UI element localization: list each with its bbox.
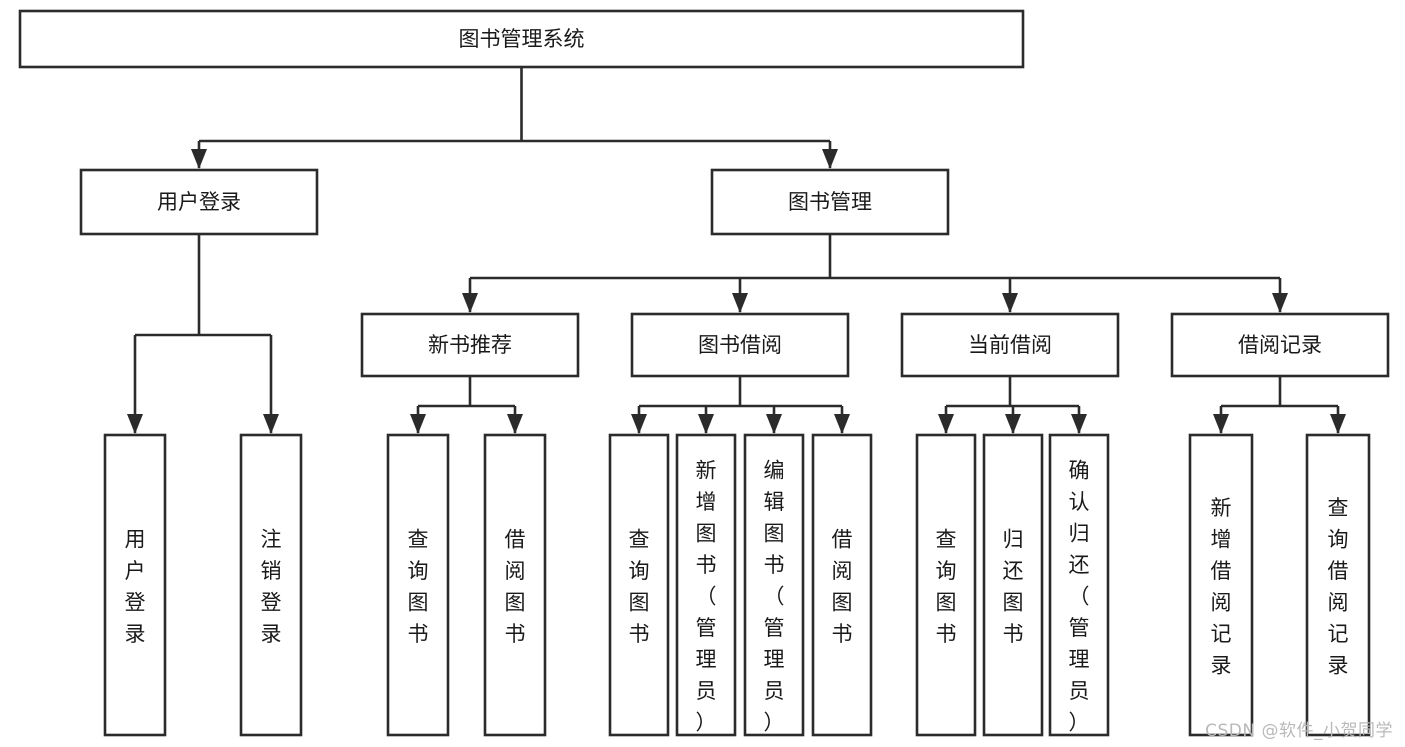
- node-layer: 图书管理系统用户登录图书管理新书推荐图书借阅当前借阅借阅记录用户登录注销登录查询…: [18, 9, 1390, 737]
- process-box[interactable]: 借阅图书: [483, 433, 547, 737]
- box-label: 新书推荐: [428, 333, 512, 357]
- arrow-head-icon: [631, 414, 647, 434]
- box-label: 图书借阅: [698, 333, 782, 357]
- box-outline: [1048, 433, 1110, 737]
- connector-layer: [127, 67, 1346, 434]
- box-label: 新增图书（管理员）: [696, 459, 717, 735]
- arrow-head-icon: [1005, 414, 1021, 434]
- arrow-head-icon: [462, 293, 478, 313]
- box-label: 确认归还（管理员）: [1069, 459, 1090, 735]
- box-outline: [982, 433, 1044, 737]
- box-label: 查询图书: [408, 528, 429, 647]
- process-box[interactable]: 图书管理系统: [18, 9, 1025, 69]
- box-outline: [239, 433, 303, 737]
- box-outline: [360, 312, 580, 378]
- arrow-head-icon: [698, 414, 714, 434]
- box-label: 当前借阅: [968, 333, 1052, 357]
- box-outline: [811, 433, 873, 737]
- arrow-head-icon: [410, 414, 426, 434]
- process-box[interactable]: 查询图书: [915, 433, 977, 737]
- arrow-head-icon: [1213, 414, 1229, 434]
- arrow-head-icon: [938, 414, 954, 434]
- box-label: 用户登录: [157, 190, 241, 214]
- box-outline: [18, 9, 1025, 69]
- process-box[interactable]: 新增借阅记录: [1188, 433, 1254, 737]
- process-box[interactable]: 新书推荐: [360, 312, 580, 378]
- process-box[interactable]: 借阅图书: [811, 433, 873, 737]
- process-box[interactable]: 编辑图书（管理员）: [743, 433, 805, 737]
- arrow-head-icon: [732, 293, 748, 313]
- box-label: 新增借阅记录: [1211, 496, 1232, 678]
- process-box[interactable]: 查询借阅记录: [1305, 433, 1371, 737]
- arrow-head-icon: [1002, 293, 1018, 313]
- box-outline: [915, 433, 977, 737]
- process-box[interactable]: 归还图书: [982, 433, 1044, 737]
- box-outline: [79, 168, 319, 236]
- process-box[interactable]: 用户登录: [79, 168, 319, 236]
- arrow-head-icon: [1272, 293, 1288, 313]
- arrow-head-icon: [766, 414, 782, 434]
- box-label: 借阅图书: [505, 528, 526, 647]
- process-box[interactable]: 确认归还（管理员）: [1048, 433, 1110, 737]
- box-outline: [1305, 433, 1371, 737]
- box-outline: [386, 433, 450, 737]
- process-box[interactable]: 图书管理: [710, 168, 950, 236]
- arrow-head-icon: [1071, 414, 1087, 434]
- box-outline: [675, 433, 737, 737]
- box-outline: [608, 433, 670, 737]
- box-outline: [103, 433, 167, 737]
- process-box[interactable]: 注销登录: [239, 433, 303, 737]
- box-label: 查询图书: [936, 528, 957, 647]
- process-box[interactable]: 借阅记录: [1170, 312, 1390, 378]
- box-outline: [710, 168, 950, 236]
- arrow-head-icon: [507, 414, 523, 434]
- box-label: 图书管理系统: [459, 27, 585, 51]
- box-label: 归还图书: [1003, 528, 1024, 647]
- box-label: 图书管理: [788, 190, 872, 214]
- arrow-head-icon: [263, 414, 279, 434]
- box-label: 查询图书: [629, 528, 650, 647]
- arrow-head-icon: [191, 149, 207, 169]
- arrow-head-icon: [822, 149, 838, 169]
- arrow-head-icon: [127, 414, 143, 434]
- box-label: 借阅图书: [832, 528, 853, 647]
- arrow-head-icon: [834, 414, 850, 434]
- process-box[interactable]: 当前借阅: [900, 312, 1120, 378]
- box-outline: [1170, 312, 1390, 378]
- box-label: 查询借阅记录: [1328, 496, 1349, 678]
- box-outline: [900, 312, 1120, 378]
- process-box[interactable]: 用户登录: [103, 433, 167, 737]
- box-label: 用户登录: [125, 528, 146, 647]
- process-box[interactable]: 新增图书（管理员）: [675, 433, 737, 737]
- process-box[interactable]: 查询图书: [386, 433, 450, 737]
- box-outline: [483, 433, 547, 737]
- box-outline: [630, 312, 850, 378]
- box-label: 编辑图书（管理员）: [764, 459, 785, 735]
- box-outline: [743, 433, 805, 737]
- process-box[interactable]: 图书借阅: [630, 312, 850, 378]
- process-box[interactable]: 查询图书: [608, 433, 670, 737]
- box-label: 借阅记录: [1238, 333, 1322, 357]
- box-label: 注销登录: [261, 528, 282, 647]
- arrow-head-icon: [1330, 414, 1346, 434]
- box-outline: [1188, 433, 1254, 737]
